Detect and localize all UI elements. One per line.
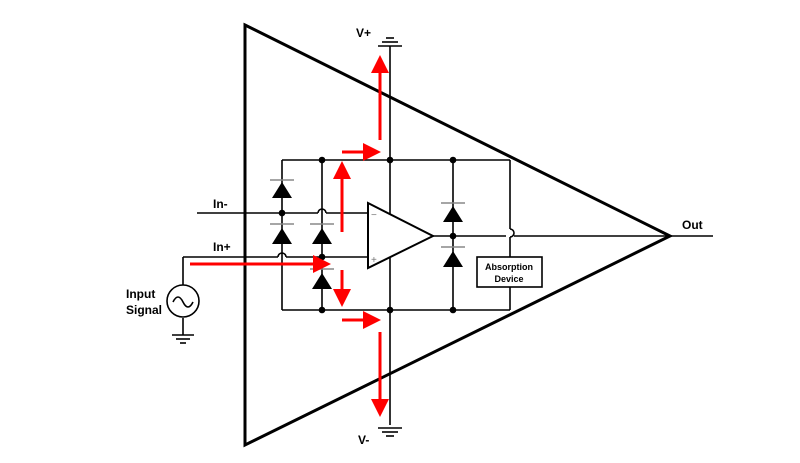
opamp-plus-sign: +: [371, 255, 377, 266]
current-path-arrows: [190, 55, 389, 417]
input-signal-label-1: Input: [126, 287, 155, 301]
absorption-label-2: Device: [494, 274, 523, 284]
opamp-minus-sign: −: [371, 210, 377, 221]
in-minus-label: In-: [213, 197, 228, 211]
v-minus-label: V-: [358, 433, 369, 447]
diode-out-to-vplus: [441, 202, 465, 222]
vminus-ground-icon: [378, 427, 402, 437]
source-ground-icon: [172, 334, 194, 344]
diode-vminus-to-out: [441, 246, 465, 267]
opamp-symbol: [367, 201, 436, 270]
ic-package-triangle: [243, 22, 674, 448]
v-plus-label: V+: [356, 26, 371, 40]
ac-source-icon: [166, 284, 200, 318]
diode-in-minus-to-vplus: [270, 179, 294, 198]
junction-dots: [278, 156, 457, 314]
absorption-label-1: Absorption: [485, 262, 533, 272]
diode-vminus-to-in-minus: [270, 223, 294, 244]
diode-in-plus-to-vplus: [310, 223, 334, 244]
out-label: Out: [682, 218, 703, 232]
input-signal-label-2: Signal: [126, 303, 162, 317]
vplus-ground-icon: [378, 37, 402, 47]
absorption-device-box: [476, 256, 543, 288]
in-plus-label: In+: [213, 240, 231, 254]
